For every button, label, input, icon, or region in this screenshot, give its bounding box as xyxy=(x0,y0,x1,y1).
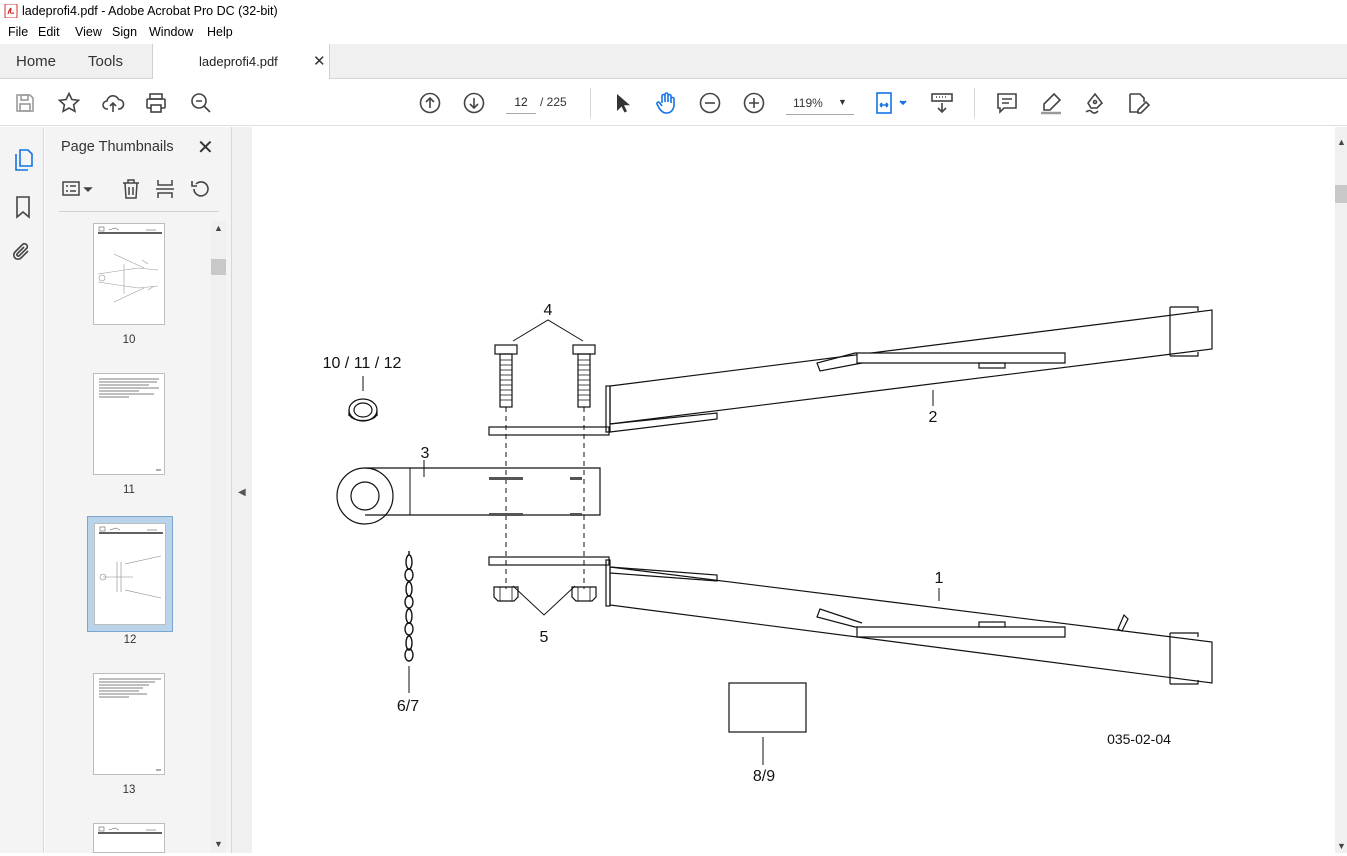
select-cursor-icon[interactable] xyxy=(610,91,634,115)
callout-1: 1 xyxy=(935,570,944,587)
menu-file[interactable]: File xyxy=(8,25,29,39)
close-panel-icon[interactable]: ✕ xyxy=(197,137,214,159)
thumbnail-number-10: 10 xyxy=(122,334,136,346)
thumbnail-number-11: 11 xyxy=(123,484,135,496)
callout-8-9: 8/9 xyxy=(753,768,775,785)
thumbnail-scrollbar[interactable]: ▲ ▼ xyxy=(211,221,226,853)
callout-10-11-12: 10 / 11 / 12 xyxy=(323,355,402,372)
panel-divider xyxy=(59,211,219,212)
thumbnail-number-13: 13 xyxy=(122,784,136,796)
insert-pages-icon[interactable] xyxy=(154,178,176,200)
previous-page-icon[interactable] xyxy=(418,91,442,115)
bookmark-star-icon[interactable] xyxy=(57,91,81,115)
title-bar: ladeprofi4.pdf - Adobe Acrobat Pro DC (3… xyxy=(0,0,1347,22)
fill-sign-icon[interactable] xyxy=(1126,91,1151,115)
scroll-up-arrow-icon[interactable]: ▲ xyxy=(214,223,223,233)
save-icon[interactable] xyxy=(13,91,37,115)
highlight-pen-icon[interactable] xyxy=(1039,91,1063,115)
main-toolbar: / 225 119% ▼ xyxy=(0,80,1347,126)
print-icon[interactable] xyxy=(144,91,168,115)
delete-pages-icon[interactable] xyxy=(121,178,141,200)
thumbnail-number-12: 12 xyxy=(123,634,137,646)
document-scrollbar[interactable]: ▲ ▼ xyxy=(1335,127,1347,853)
attachments-icon[interactable] xyxy=(11,240,33,264)
rotate-pages-icon[interactable] xyxy=(189,178,211,200)
document-page: 4 10 / 11 / 12 2 3 1 5 6/7 8/9 035-02-04 xyxy=(252,127,1335,853)
thumbnail-options-icon[interactable] xyxy=(61,178,97,200)
callout-4: 4 xyxy=(544,302,553,319)
thumbnail-page-13[interactable] xyxy=(93,673,165,775)
document-scroll-thumb[interactable] xyxy=(1335,185,1347,203)
draw-pen-icon[interactable] xyxy=(1083,91,1107,115)
page-total: / 225 xyxy=(540,95,567,109)
figure-code: 035-02-04 xyxy=(1107,731,1171,747)
upload-cloud-icon[interactable] xyxy=(101,91,125,115)
technical-drawing: 4 10 / 11 / 12 2 3 1 5 6/7 8/9 035-02-04 xyxy=(323,302,1213,785)
thumbnail-scroll-thumb[interactable] xyxy=(211,259,226,275)
acrobat-app-icon xyxy=(4,3,18,19)
menu-help[interactable]: Help xyxy=(207,25,233,39)
scroll-down-arrow-icon[interactable]: ▼ xyxy=(214,839,223,849)
tab-document-label: ladeprofi4.pdf xyxy=(199,54,278,69)
hand-tool-icon[interactable] xyxy=(654,91,678,115)
menu-bar: File Edit View Sign Window Help xyxy=(0,22,1347,44)
panel-collapse-handle[interactable]: ◀ xyxy=(232,127,252,853)
thumbnail-page-12[interactable] xyxy=(94,523,166,625)
scroll-down-arrow-icon[interactable]: ▼ xyxy=(1337,841,1346,851)
menu-edit[interactable]: Edit xyxy=(38,25,60,39)
menu-window[interactable]: Window xyxy=(149,25,194,39)
thumbnail-page-10[interactable] xyxy=(93,223,165,325)
callout-2: 2 xyxy=(929,409,938,426)
tab-home[interactable]: Home xyxy=(16,53,57,70)
tab-bar: Home Tools ladeprofi4.pdf ✕ xyxy=(0,44,1347,79)
zoom-level-value: 119% xyxy=(793,96,823,110)
collapse-left-icon[interactable]: ◀ xyxy=(238,487,246,498)
tab-tools[interactable]: Tools xyxy=(88,53,124,70)
callout-3: 3 xyxy=(421,445,430,462)
scroll-up-arrow-icon[interactable]: ▲ xyxy=(1337,137,1346,147)
scroll-mode-icon[interactable] xyxy=(930,91,954,115)
zoom-out-icon[interactable] xyxy=(698,91,722,115)
thumbnail-page-14[interactable] xyxy=(93,823,165,853)
page-thumbnails-icon[interactable] xyxy=(12,148,34,172)
page-fit-icon[interactable] xyxy=(874,91,910,115)
zoom-level-dropdown[interactable]: 119% ▼ xyxy=(786,91,854,115)
panel-title: Page Thumbnails xyxy=(61,139,174,155)
zoom-in-icon[interactable] xyxy=(742,91,766,115)
next-page-icon[interactable] xyxy=(462,91,486,115)
tab-document[interactable]: ladeprofi4.pdf ✕ xyxy=(152,44,330,79)
window-title: ladeprofi4.pdf - Adobe Acrobat Pro DC (3… xyxy=(22,4,278,18)
toolbar-divider xyxy=(974,88,975,118)
chevron-down-icon: ▼ xyxy=(838,97,847,107)
page-thumbnails-panel: Page Thumbnails ✕ 10 11 12 13 ▲ ▼ xyxy=(45,127,232,853)
callout-5: 5 xyxy=(540,629,549,646)
comment-icon[interactable] xyxy=(995,91,1019,115)
navigation-rail xyxy=(0,127,44,853)
close-tab-icon[interactable]: ✕ xyxy=(313,53,326,70)
menu-view[interactable]: View xyxy=(75,25,102,39)
page-number-input[interactable] xyxy=(506,91,536,114)
thumbnail-page-11[interactable] xyxy=(93,373,165,475)
callout-6-7: 6/7 xyxy=(397,698,419,715)
bookmarks-icon[interactable] xyxy=(13,195,33,219)
toolbar-divider xyxy=(590,88,591,118)
menu-sign[interactable]: Sign xyxy=(112,25,138,39)
zoom-search-icon[interactable] xyxy=(189,91,213,115)
